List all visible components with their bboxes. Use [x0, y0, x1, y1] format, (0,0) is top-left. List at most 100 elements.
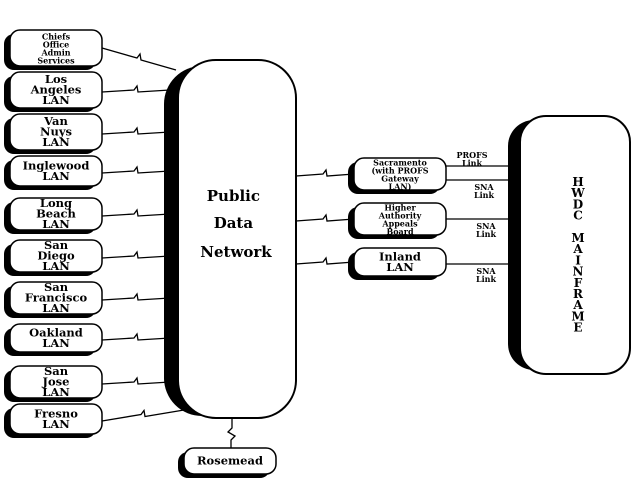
- node-rosemead-line-1: Rosemead: [197, 454, 263, 468]
- node-long-beach-lan-line-2: Beach: [36, 207, 76, 221]
- node-chiefs-office-admin-services-line-2: Office: [43, 40, 70, 50]
- node-sacramento-with-profs-gateway-lan-line-1: Sacramento: [373, 158, 427, 168]
- node-oakland-lan-connector: [101, 332, 171, 341]
- node-fresno-lan-line-2: LAN: [42, 417, 70, 431]
- node-los-angeles-lan-line-3: LAN: [42, 93, 70, 107]
- mainframe-letter-6: M: [571, 231, 584, 245]
- sna-link-2-label-line-2: Link: [476, 229, 496, 239]
- node-san-francisco-lan-line-3: LAN: [42, 301, 70, 315]
- profs-link-label-line-2: Link: [462, 158, 482, 168]
- node-van-nuys-lan-connector: [101, 126, 171, 135]
- node-chiefs-office-admin-services-line-4: Services: [37, 56, 75, 66]
- sna-link-3-label-line-2: Link: [476, 274, 496, 284]
- bottom-node: Rosemead: [178, 447, 277, 478]
- mainframe-letter-4: C: [573, 209, 583, 223]
- node-san-jose-lan-line-1: San: [44, 364, 69, 378]
- node-san-diego-lan-connector: [101, 250, 171, 259]
- node-sacramento-with-profs-gateway-lan-line-3: Gateway: [381, 174, 419, 184]
- mainframe-letter-1: H: [572, 175, 583, 189]
- node-higher-authority-appeals-board-line-2: Authority: [378, 211, 422, 221]
- rosemead-connector: [226, 418, 237, 448]
- center-line-3: Network: [200, 243, 272, 261]
- node-san-jose-lan-line-2: Jose: [42, 375, 70, 389]
- center-line-1: Public: [207, 187, 260, 205]
- mainframe-letter-9: N: [573, 265, 584, 279]
- node-higher-authority-appeals-board-line-3: Appeals: [381, 219, 418, 229]
- node-higher-authority-appeals-board-line-1: Higher: [384, 203, 416, 213]
- node-chiefs-office-admin-services-line-3: Admin: [40, 48, 70, 58]
- node-rosemead: Rosemead: [178, 447, 277, 478]
- sna-link-1-label-line-2: Link: [474, 190, 494, 200]
- node-inland-lan-network-connector: [295, 256, 355, 265]
- mainframe-letter-7: A: [572, 242, 583, 256]
- node-van-nuys-lan-line-1: Van: [43, 114, 68, 128]
- left-nodes: ChiefsOfficeAdminServicesLosAngelesLANVa…: [4, 29, 103, 438]
- node-san-jose-lan-line-3: LAN: [42, 385, 70, 399]
- node-oakland-lan-line-2: LAN: [42, 336, 70, 350]
- node-oakland-lan-line-1: Oakland: [29, 325, 83, 339]
- mainframe-letter-3: D: [573, 197, 583, 211]
- node-san-francisco-lan-line-1: San: [44, 280, 69, 294]
- node-long-beach-lan-line-1: Long: [40, 196, 72, 210]
- mainframe-letter-10: F: [574, 276, 583, 290]
- mainframe-letter-8: I: [575, 253, 581, 267]
- svg-text:Public Data Networ: Public Data Network: [200, 187, 272, 261]
- node-higher-authority-appeals-board-network-connector: [295, 213, 355, 222]
- node-los-angeles-lan-line-1: Los: [45, 72, 67, 86]
- mainframe-letter-14: E: [573, 321, 582, 335]
- node-san-jose-lan-connector: [101, 376, 171, 385]
- mainframe-letter-2: W: [570, 186, 585, 200]
- node-inglewood-lan-connector: [101, 165, 171, 174]
- sna-link-1-label-line-1: SNA: [474, 182, 494, 192]
- node-los-angeles-lan-connector: [101, 84, 171, 93]
- node-los-angeles-lan-line-2: Angeles: [30, 83, 82, 97]
- node-van-nuys-lan-line-3: LAN: [42, 135, 70, 149]
- node-higher-authority-appeals-board-line-4: Board: [386, 227, 413, 237]
- node-long-beach-lan-connector: [101, 208, 171, 217]
- connectors: [101, 47, 520, 448]
- node-chiefs-office-admin-services-connector: [101, 47, 177, 71]
- node-chiefs-office-admin-services-line-1: Chiefs: [42, 32, 71, 42]
- mainframe-letter-13: M: [571, 309, 584, 323]
- node-san-diego-lan-line-3: LAN: [42, 259, 70, 273]
- node-fresno-lan-connector: [101, 408, 185, 422]
- mainframe-letter-11: R: [573, 287, 584, 301]
- center-line-2: Data: [214, 214, 254, 232]
- node-san-francisco-lan-line-2: Francisco: [25, 291, 88, 305]
- mainframe-letter-12: A: [572, 298, 583, 312]
- public-data-network-node: Public Data Network: [164, 59, 297, 419]
- node-san-diego-lan-line-2: Diego: [37, 249, 75, 263]
- node-inland-lan-line-2: LAN: [386, 260, 414, 274]
- node-inglewood-lan-line-2: LAN: [42, 169, 70, 183]
- node-inland-lan-line-1: Inland: [379, 249, 421, 263]
- node-sacramento-with-profs-gateway-lan-line-2: (with PROFS: [371, 166, 428, 176]
- node-fresno-lan-line-1: Fresno: [34, 406, 78, 420]
- node-van-nuys-lan-line-2: Nuys: [40, 125, 72, 139]
- node-inglewood-lan-line-1: Inglewood: [23, 158, 90, 172]
- node-sacramento-with-profs-gateway-lan-line-4: LAN): [389, 182, 412, 192]
- node-long-beach-lan-line-3: LAN: [42, 217, 70, 231]
- profs-link-label-line-1: PROFS: [456, 150, 487, 160]
- node-sacramento-with-profs-gateway-lan-network-connector: [295, 168, 355, 177]
- node-san-francisco-lan-connector: [101, 292, 171, 301]
- sna-link-2-label-line-1: SNA: [476, 221, 496, 231]
- node-san-diego-lan-line-1: San: [44, 238, 69, 252]
